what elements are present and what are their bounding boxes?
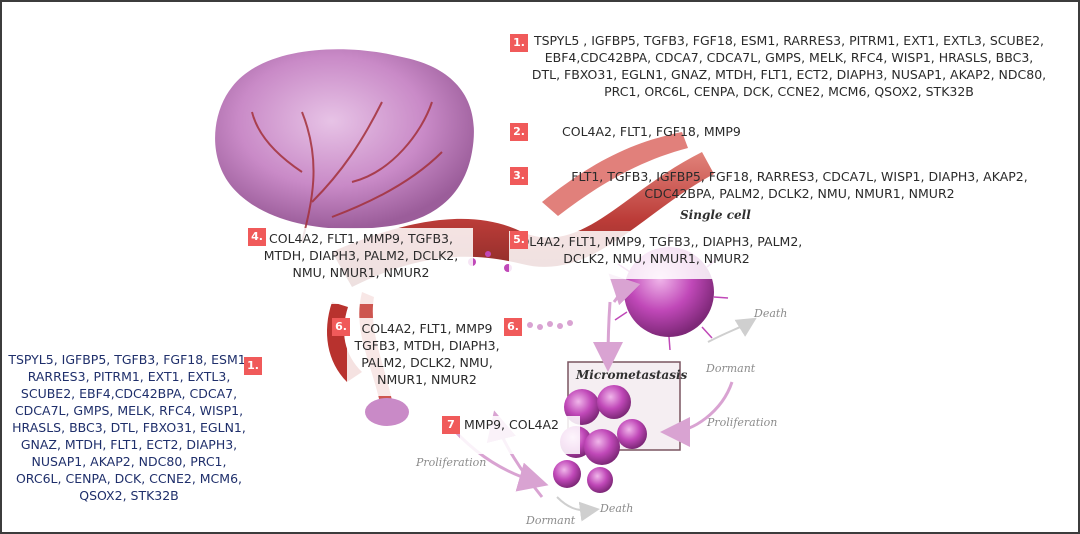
group-badge: 7: [442, 416, 460, 434]
proliferation-label: Proliferation: [416, 456, 487, 469]
group-badge: 3.: [510, 167, 528, 185]
primary-tumor: [215, 49, 474, 229]
gene-list-group-4: COL4A2, FLT1, MMP9, TGFB3, MTDH, DIAPH3,…: [249, 228, 473, 304]
proliferation-label: Proliferation: [707, 416, 778, 429]
gene-list-group-7: MMP9, COL4A2: [460, 416, 580, 454]
dormant-label: Dormant: [706, 362, 756, 375]
gene-list-group-2: COL4A2, FLT1, FGF18, MMP9: [562, 124, 741, 139]
gene-list-group-1-top: TSPYL5 , IGFBP5, TGFB3, FGF18, ESM1, RAR…: [531, 33, 1047, 99]
gene-list-group-1-left: TSPYL5, IGFBP5, TGFB3, FGF18, ESM1, RARR…: [8, 352, 250, 503]
group-badge: 2.: [510, 123, 528, 141]
group-badge-secondary: 6.: [504, 318, 522, 336]
death-label: Death: [754, 307, 788, 320]
small-tumor: [365, 398, 409, 426]
group-badge: 1.: [510, 34, 528, 52]
group-badge: 5.: [510, 231, 528, 249]
group-badge: 1.: [244, 357, 262, 375]
gene-list-group-3: FLT1, TGFB3, IGFBP5, FGF18, RARRES3, CDC…: [571, 169, 1028, 201]
blood-vessel-upper: [542, 132, 688, 216]
micrometastasis-label: Micrometastasis: [576, 368, 688, 382]
single-cell-label: Single cell: [680, 208, 751, 222]
death-label: Death: [600, 502, 634, 515]
gene-list-group-5: COL4A2, FLT1, MMP9, TGFB3,, DIAPH3, PALM…: [509, 231, 804, 279]
migrating-cells: [527, 320, 573, 330]
dormant-label: Dormant: [526, 514, 576, 527]
group-badge: 4.: [248, 228, 266, 246]
micrometastasis-cells: [553, 385, 647, 493]
group-badge: 6.: [332, 318, 350, 336]
gene-list-group-6: COL4A2, FLT1, MMP9 TGFB3, MTDH, DIAPH3, …: [347, 318, 507, 396]
